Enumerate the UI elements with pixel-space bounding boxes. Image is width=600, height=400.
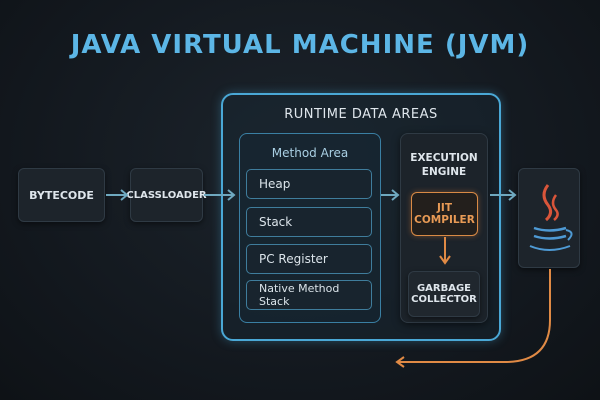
blue-arrows	[106, 189, 517, 201]
arrow-bytecode-classloader	[106, 189, 129, 201]
java-cup-icon	[529, 184, 573, 251]
stack-item: Stack	[246, 207, 372, 237]
bytecode-box: BYTECODE	[18, 168, 105, 222]
native-method-stack-item: Native Method Stack	[246, 280, 372, 310]
classloader-box: CLASSLOADER	[126, 168, 207, 222]
jit-line-1: JIT	[437, 202, 452, 214]
runtime-title: RUNTIME DATA AREAS	[284, 107, 438, 122]
arrow-method-execution	[381, 189, 400, 201]
jit-line-2: COMPILER	[414, 214, 475, 226]
arrow-runtime-output	[490, 189, 517, 201]
execution-title-2: ENGINE	[421, 166, 467, 178]
gc-line-2: COLLECTOR	[411, 294, 477, 305]
arrow-classloader-runtime	[204, 189, 236, 201]
heap-item: Heap	[246, 169, 372, 199]
pc-register-item: PC Register	[246, 244, 372, 274]
gc-line-1: GARBAGE	[416, 283, 472, 294]
orange-feedback-arrow	[395, 269, 551, 368]
arrow-jit-gc	[439, 237, 451, 265]
execution-engine-label: EXECUTION ENGINE	[400, 151, 488, 179]
method-area-label: Method Area	[271, 146, 349, 160]
execution-title-1: EXECUTION	[410, 152, 478, 164]
page-title: JAVA VIRTUAL MACHINE (JVM)	[70, 30, 530, 60]
